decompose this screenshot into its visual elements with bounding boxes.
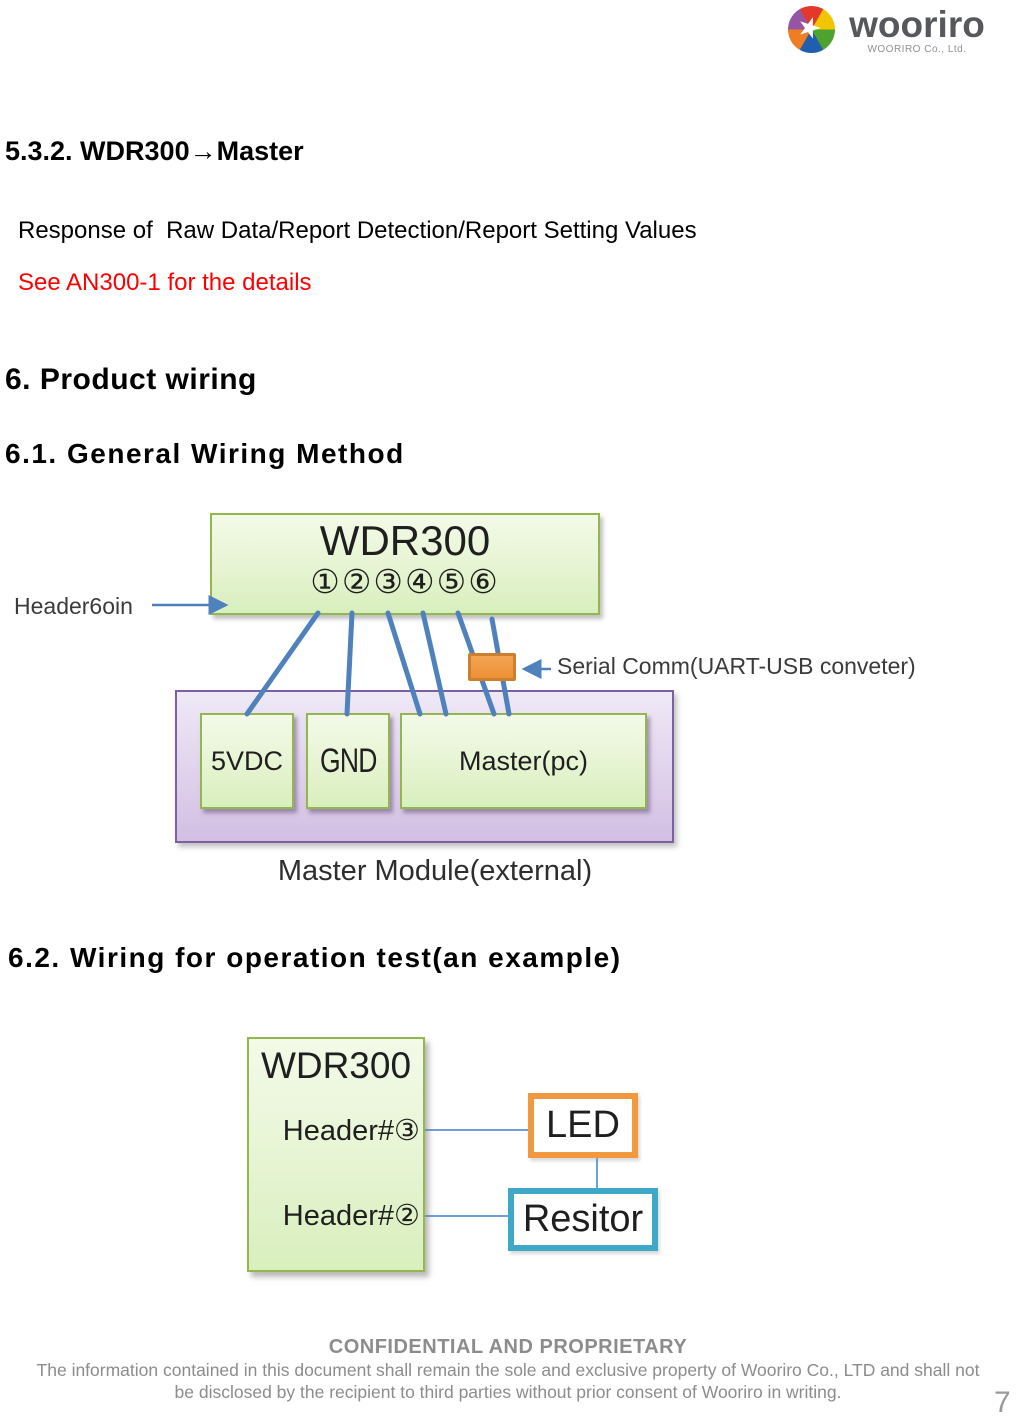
resistor-label: Resitor bbox=[522, 1198, 644, 1240]
uart-usb-converter-box bbox=[468, 653, 516, 681]
logo-star-icon: ★ bbox=[792, 8, 827, 46]
test-wiring-lines-svg bbox=[420, 1129, 598, 1217]
wdr300-test-device-box: WDR300 Header#③ Header#② bbox=[247, 1037, 425, 1272]
operation-test-diagram: WDR300 Header#③ Header#② LED Resitor bbox=[0, 1035, 1016, 1295]
company-logo: ★ wooriro WOORIRO Co., Ltd. bbox=[786, 4, 996, 60]
master-pc-box: Master(pc) bbox=[400, 713, 647, 809]
pin-number-row: ①②③④⑤⑥ bbox=[212, 562, 598, 601]
page-number: 7 bbox=[994, 1386, 1011, 1419]
logo-brand-text: wooriro bbox=[849, 4, 985, 45]
master-module-caption: Master Module(external) bbox=[277, 855, 593, 887]
pin-1-icon: ① bbox=[310, 563, 342, 600]
footer-line-2: be disclosed by the recipient to third p… bbox=[174, 1382, 842, 1402]
pinwheel-logo-icon bbox=[788, 6, 835, 53]
header6pin-callout-label: Header6oin bbox=[14, 593, 133, 619]
gnd-label: GND bbox=[319, 741, 377, 780]
resistor-box: Resitor bbox=[508, 1188, 658, 1251]
led-label: LED bbox=[546, 1104, 620, 1146]
confidentiality-footer: CONFIDENTIAL AND PROPRIETARY The informa… bbox=[0, 1336, 1016, 1403]
logo-tagline: WOORIRO Co., Ltd. bbox=[867, 44, 967, 55]
wdr300-test-device-label: WDR300 bbox=[260, 1045, 412, 1086]
footer-line-1: The information contained in this docume… bbox=[36, 1360, 980, 1380]
wdr300-device-label: WDR300 bbox=[319, 517, 491, 564]
paragraph-response: Response of Raw Data/Report Detection/Re… bbox=[18, 217, 697, 244]
master-pc-label: Master(pc) bbox=[458, 745, 588, 776]
section-heading-6-2: 6.2. Wiring for operation test(an exampl… bbox=[8, 942, 622, 973]
pin-4-icon: ④ bbox=[405, 563, 437, 600]
pin-6-icon: ⑥ bbox=[468, 563, 500, 600]
header2-pin-label: Header#② bbox=[282, 1200, 420, 1232]
general-wiring-diagram: WDR300 ①②③④⑤⑥ Header6oin 5VDC GND Master… bbox=[0, 495, 1016, 915]
paragraph-note-red: See AN300-1 for the details bbox=[18, 269, 312, 296]
led-box: LED bbox=[528, 1093, 638, 1158]
wdr300-device-box: WDR300 ①②③④⑤⑥ bbox=[210, 513, 600, 615]
pin-5-icon: ⑤ bbox=[436, 563, 469, 600]
gnd-box: GND bbox=[306, 713, 390, 809]
5vdc-label: 5VDC bbox=[210, 745, 284, 776]
section-heading-6-1: 6.1. General Wiring Method bbox=[5, 438, 405, 469]
5vdc-box: 5VDC bbox=[200, 713, 294, 809]
section-heading-6: 6. Product wiring bbox=[5, 363, 257, 396]
serial-comm-callout-label: Serial Comm(UART-USB conveter) bbox=[557, 653, 916, 679]
footer-title: CONFIDENTIAL AND PROPRIETARY bbox=[328, 1336, 688, 1358]
pin-3-icon: ③ bbox=[373, 563, 405, 600]
pin-2-icon: ② bbox=[341, 563, 374, 600]
section-heading-5-3-2: 5.3.2. WDR300→Master bbox=[5, 136, 304, 166]
header3-pin-label: Header#③ bbox=[282, 1115, 420, 1147]
